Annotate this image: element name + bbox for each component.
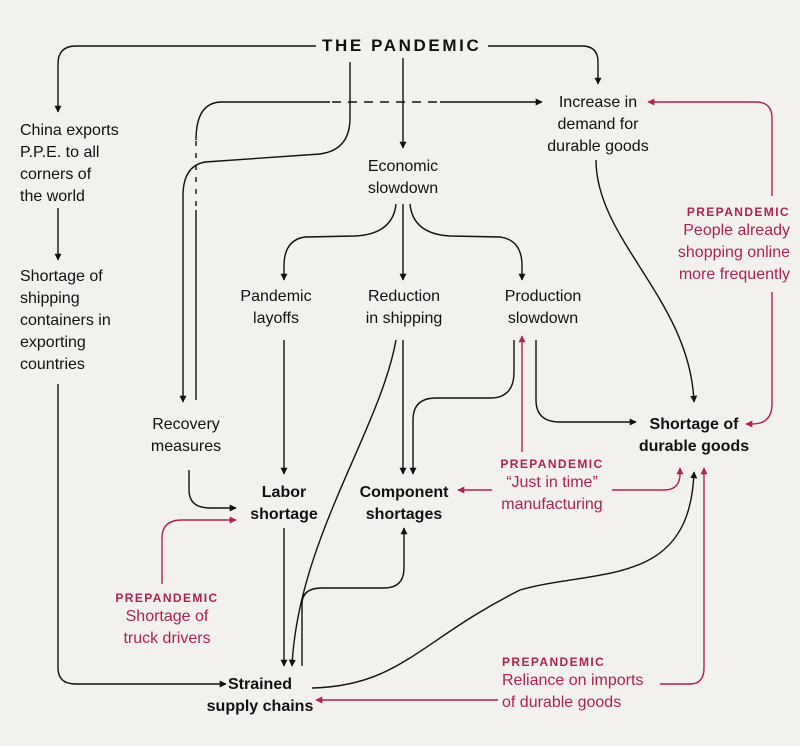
node-line: “Just in time” xyxy=(506,474,598,491)
node-line: durable goods xyxy=(547,138,649,155)
node-line: exporting xyxy=(20,334,86,351)
node-line: shopping online xyxy=(677,244,790,261)
prepandemic-just-in-time: PREPANDEMIC “Just in time” manufacturing xyxy=(490,456,614,516)
node-increase-demand: Increase in demand for durable goods xyxy=(538,92,658,158)
node-line: Shortage of xyxy=(20,268,103,285)
node-line: Production xyxy=(504,288,582,305)
arrow-imports-to-durable xyxy=(660,467,708,685)
arrow-pandemic-to-demand xyxy=(488,45,602,85)
prepandemic-tag: PREPANDEMIC xyxy=(686,205,790,219)
node-line: China exports xyxy=(20,122,119,139)
node-line: Pandemic xyxy=(240,288,312,305)
prepandemic-tag: PREPANDEMIC xyxy=(502,655,606,669)
arrow-slowdown-to-production xyxy=(409,203,526,281)
node-line: shipping xyxy=(20,290,80,307)
node-line: demand for xyxy=(557,116,639,133)
arrow-truck-to-labor xyxy=(161,516,237,584)
arrow-production-to-durable xyxy=(535,340,637,426)
node-line: Reduction xyxy=(367,288,441,305)
arrow-shipping-to-strained xyxy=(288,339,397,667)
node-economic-slowdown: Economic slowdown xyxy=(355,156,451,200)
node-line: supply chains xyxy=(206,698,314,715)
arrow-slowdown-to-layoffs xyxy=(280,203,397,281)
node-line: Strained xyxy=(227,676,292,693)
prepandemic-tag: PREPANDEMIC xyxy=(115,591,219,605)
node-line: Component xyxy=(359,484,449,501)
node-line: Recovery xyxy=(152,416,220,433)
node-labor-shortage: Labor shortage xyxy=(234,482,334,526)
prepandemic-online-shopping: PREPANDEMIC People already shopping onli… xyxy=(640,204,790,286)
node-line: manufacturing xyxy=(501,496,603,513)
node-line: People already xyxy=(683,222,790,239)
node-line: Shortage of xyxy=(125,608,209,625)
node-pandemic-layoffs: Pandemic layoffs xyxy=(226,286,326,330)
node-line: Reliance on imports xyxy=(502,672,644,689)
node-line: layoffs xyxy=(253,310,299,327)
arrow-online-to-durable xyxy=(745,292,773,428)
node-line: of durable goods xyxy=(502,694,622,711)
node-strained-supply: Strained supply chains xyxy=(196,674,324,718)
node-line: containers in xyxy=(20,312,111,329)
node-line: more frequently xyxy=(678,266,790,283)
node-shipping-containers: Shortage of shipping containers in expor… xyxy=(20,266,111,376)
node-line: Labor xyxy=(261,484,307,501)
node-line: measures xyxy=(150,438,222,455)
node-china-exports: China exports P.P.E. to all corners of t… xyxy=(20,120,119,208)
arrow-production-to-component xyxy=(409,340,515,475)
arrow-demand-to-durable xyxy=(595,159,698,403)
node-line: shortage xyxy=(250,506,318,523)
node-line: countries xyxy=(20,356,85,373)
arrow-containers-to-strained xyxy=(57,384,227,688)
link-recovery-to-demand-upper xyxy=(195,101,330,141)
node-line: slowdown xyxy=(367,180,439,197)
node-line: in shipping xyxy=(365,310,443,327)
node-line: corners of xyxy=(20,166,92,183)
node-production-slowdown: Production slowdown xyxy=(488,286,598,330)
node-line: durable goods xyxy=(638,438,750,455)
arrow-pandemic-to-china xyxy=(54,45,322,113)
node-reduction-shipping: Reduction in shipping xyxy=(354,286,454,330)
node-line: Shortage of xyxy=(649,416,739,433)
prepandemic-imports: PREPANDEMIC Reliance on imports of durab… xyxy=(502,654,662,714)
page-title: THE PANDEMIC xyxy=(316,35,488,57)
prepandemic-tag: PREPANDEMIC xyxy=(500,457,604,471)
prepandemic-truck-drivers: PREPANDEMIC Shortage of truck drivers xyxy=(108,590,226,650)
node-shortage-durable: Shortage of durable goods xyxy=(630,414,758,458)
node-line: the world xyxy=(20,188,85,205)
node-component-shortages: Component shortages xyxy=(352,482,456,526)
arrow-strained-to-durable xyxy=(311,471,698,689)
node-line: truck drivers xyxy=(123,630,211,647)
arrow-recovery-to-labor xyxy=(188,470,237,512)
node-line: shortages xyxy=(365,506,443,523)
node-recovery-measures: Recovery measures xyxy=(140,414,232,458)
node-line: slowdown xyxy=(507,310,579,327)
arrow-online-to-demand xyxy=(647,98,773,196)
arrow-jit-to-durable xyxy=(612,467,684,491)
node-line: Economic xyxy=(367,158,439,175)
arrow-strained-to-component xyxy=(301,527,408,666)
arrow-pandemic-to-recovery xyxy=(179,62,351,403)
node-line: Increase in xyxy=(558,94,638,111)
node-line: P.P.E. to all xyxy=(20,144,100,161)
